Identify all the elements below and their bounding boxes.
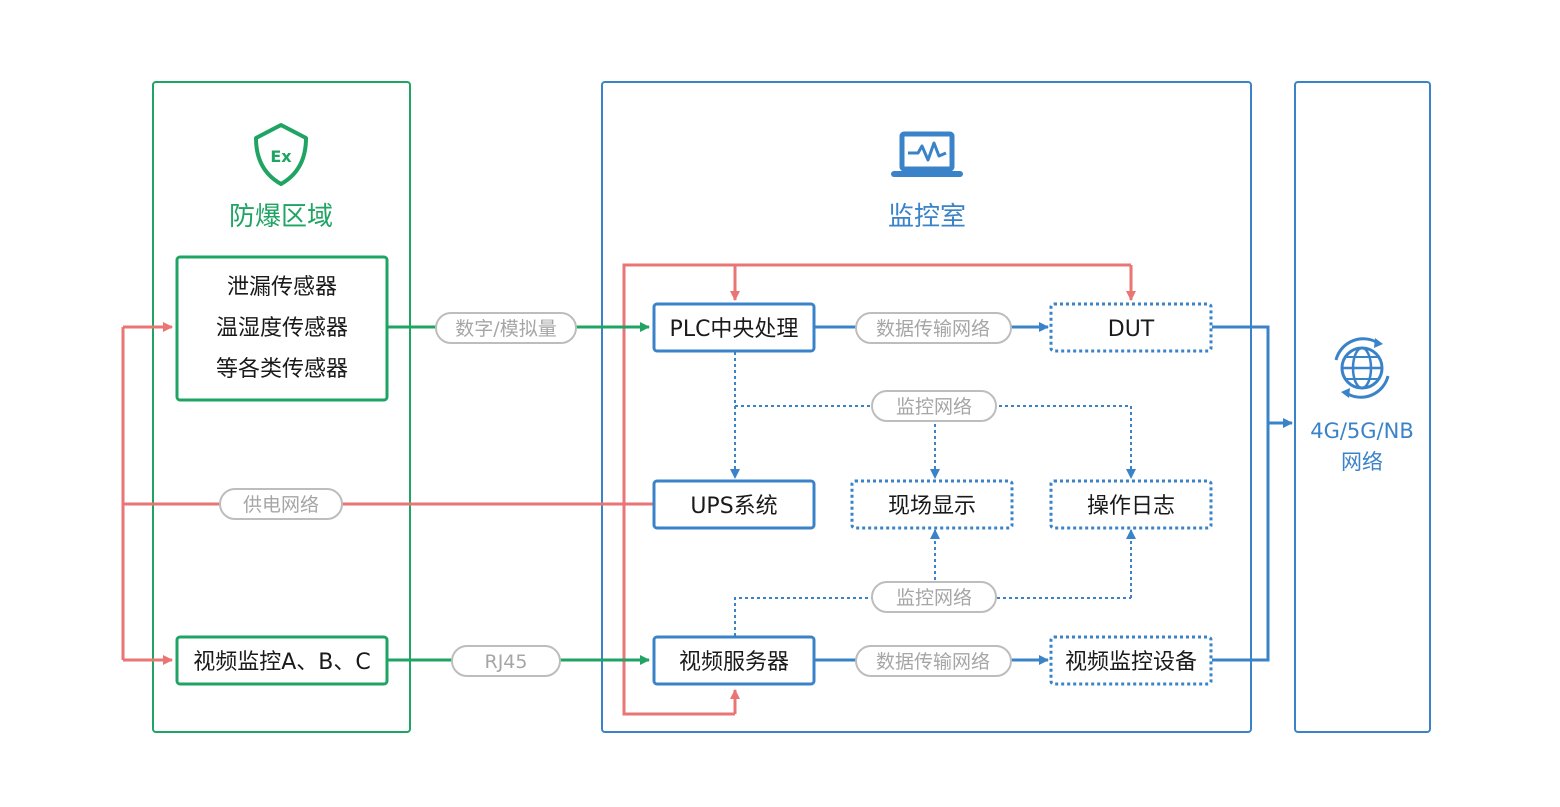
explosion-zone-title: 防爆区域 bbox=[229, 202, 333, 232]
video-monitor-label: 视频监控A、B、C bbox=[193, 650, 371, 675]
dut-label: DUT bbox=[1108, 317, 1155, 342]
svg-text:RJ45: RJ45 bbox=[485, 651, 528, 673]
ups-node[interactable]: UPS系统 bbox=[652, 479, 816, 530]
monitor-room-panel bbox=[601, 81, 1252, 733]
edge-label-monitor-net-bottom: 监控网络 bbox=[871, 581, 997, 613]
svg-text:数字/模拟量: 数字/模拟量 bbox=[455, 318, 556, 340]
edge-label-rj45: RJ45 bbox=[451, 645, 561, 677]
monitor-room-title: 监控室 bbox=[888, 202, 966, 232]
svg-text:数据传输网络: 数据传输网络 bbox=[876, 318, 990, 340]
svg-text:监控网络: 监控网络 bbox=[896, 396, 972, 418]
sensor-leak-label: 泄漏传感器 bbox=[227, 275, 337, 300]
globe-sync-icon bbox=[1334, 337, 1390, 399]
network-title-line2: 网络 bbox=[1341, 450, 1383, 474]
plc-label: PLC中央处理 bbox=[670, 317, 799, 342]
edge-label-monitor-net-top: 监控网络 bbox=[871, 390, 997, 422]
ups-label: UPS系统 bbox=[690, 494, 777, 519]
explosion-zone-panel bbox=[152, 81, 411, 733]
operation-log-label: 操作日志 bbox=[1087, 494, 1175, 519]
edge-label-data-net-top: 数据传输网络 bbox=[855, 312, 1012, 344]
video-device-node[interactable]: 视频监控设备 bbox=[1049, 635, 1213, 686]
network-title-line1: 4G/5G/NB bbox=[1310, 419, 1414, 443]
video-server-label: 视频服务器 bbox=[679, 650, 789, 675]
svg-text:Ex: Ex bbox=[270, 147, 292, 166]
video-device-label: 视频监控设备 bbox=[1065, 650, 1197, 675]
green-links bbox=[387, 322, 650, 665]
edge-label-data-net-bottom: 数据传输网络 bbox=[855, 645, 1012, 677]
laptop-monitor-icon bbox=[891, 131, 963, 177]
sensors-node[interactable]: 泄漏传感器 温湿度传感器 等各类传感器 bbox=[175, 255, 389, 402]
svg-text:供电网络: 供电网络 bbox=[243, 494, 319, 516]
operation-log-node[interactable]: 操作日志 bbox=[1049, 479, 1213, 530]
dut-node[interactable]: DUT bbox=[1049, 302, 1213, 353]
network-zone-panel bbox=[1294, 81, 1431, 733]
sensor-other-label: 等各类传感器 bbox=[216, 357, 348, 382]
field-display-label: 现场显示 bbox=[888, 494, 976, 519]
video-monitor-node[interactable]: 视频监控A、B、C bbox=[175, 635, 389, 686]
ex-shield-icon: Ex bbox=[254, 123, 308, 186]
field-display-node[interactable]: 现场显示 bbox=[850, 479, 1014, 530]
edge-label-power-net: 供电网络 bbox=[219, 488, 343, 520]
svg-text:监控网络: 监控网络 bbox=[896, 587, 972, 609]
video-server-node[interactable]: 视频服务器 bbox=[652, 635, 816, 686]
edge-label-digital-analog: 数字/模拟量 bbox=[435, 312, 577, 344]
plc-node[interactable]: PLC中央处理 bbox=[652, 302, 816, 353]
sensor-temp-humidity-label: 温湿度传感器 bbox=[216, 316, 348, 341]
power-lines bbox=[121, 263, 1136, 716]
svg-text:数据传输网络: 数据传输网络 bbox=[876, 651, 990, 673]
